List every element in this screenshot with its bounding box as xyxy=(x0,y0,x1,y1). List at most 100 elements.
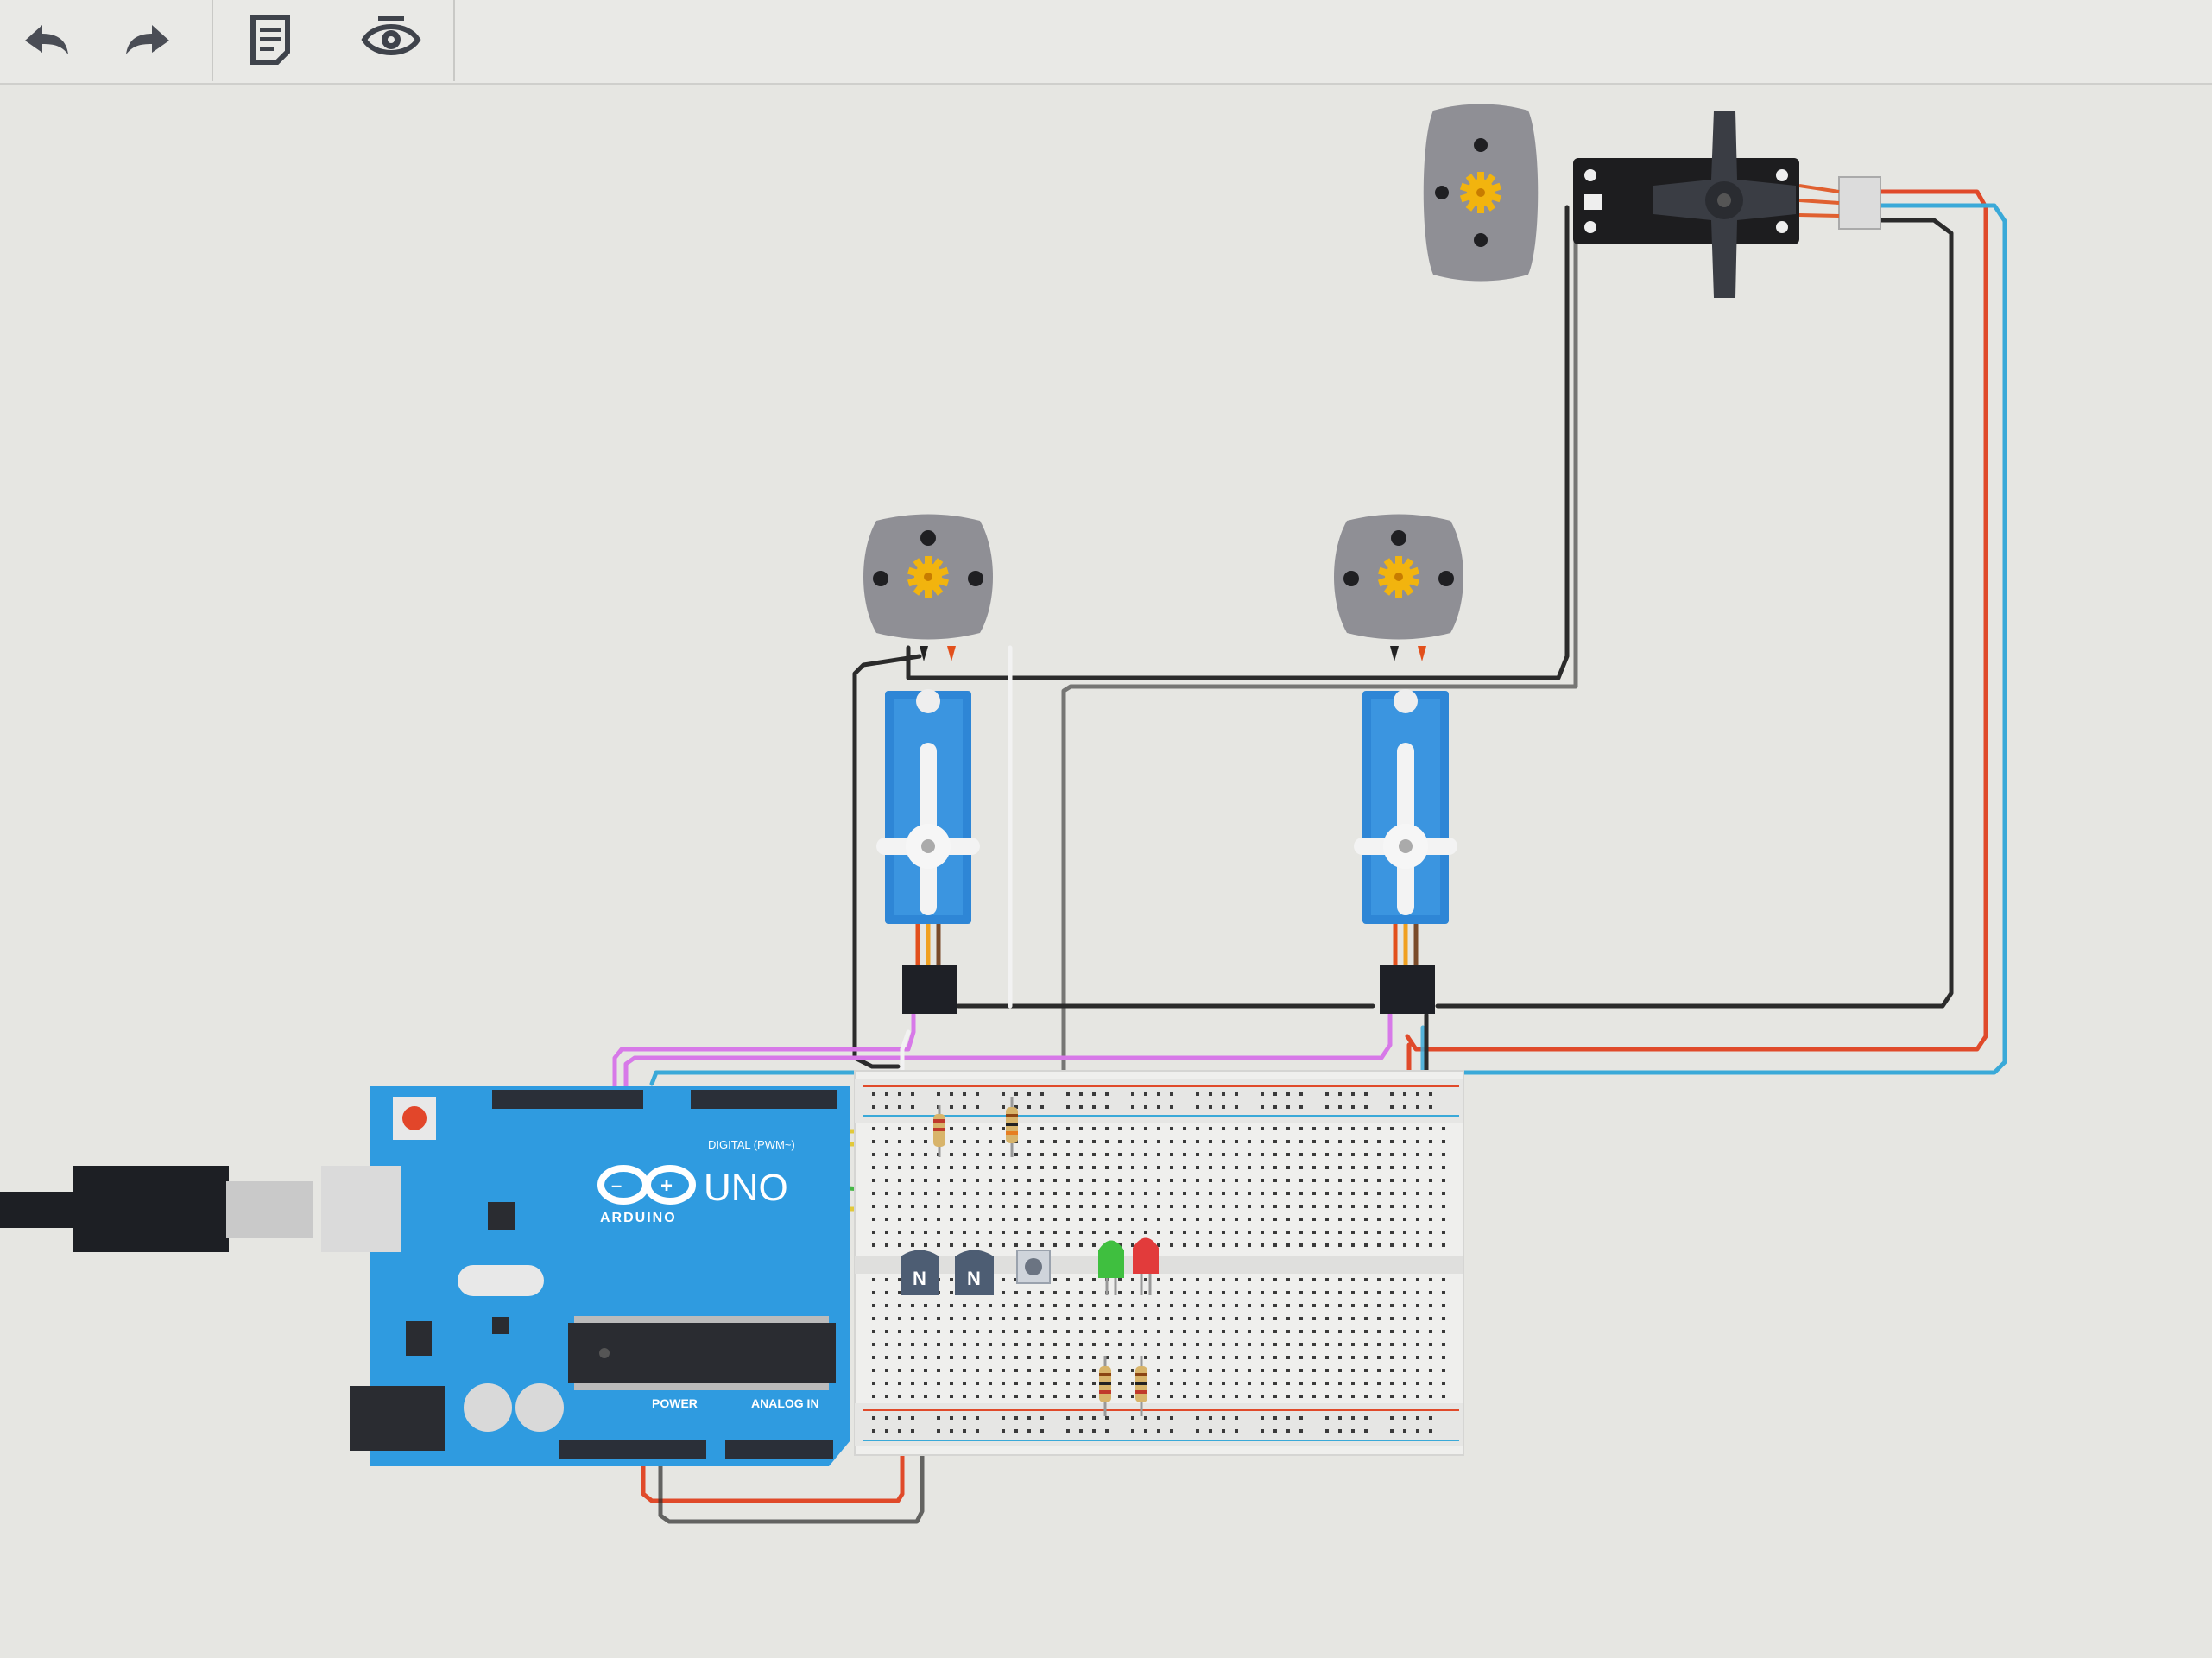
breadboard-hole xyxy=(1040,1343,1044,1346)
breadboard-hole xyxy=(911,1205,914,1208)
breadboard-hole xyxy=(885,1092,888,1096)
breadboard-hole xyxy=(1014,1343,1018,1346)
breadboard-hole xyxy=(1235,1395,1238,1398)
wire-black[interactable] xyxy=(1435,218,1954,1009)
breadboard-hole xyxy=(1338,1356,1342,1359)
breadboard-hole xyxy=(1377,1153,1381,1156)
breadboard-hole xyxy=(1157,1369,1160,1372)
breadboard-hole xyxy=(1364,1369,1368,1372)
dc-motor-top[interactable] xyxy=(1423,104,1539,282)
breadboard-hole xyxy=(1027,1166,1031,1169)
breadboard-hole xyxy=(1286,1218,1290,1221)
resistor[interactable] xyxy=(1099,1356,1111,1416)
breadboard-hole xyxy=(911,1382,914,1385)
led-red[interactable] xyxy=(1133,1237,1159,1296)
wire-red[interactable] xyxy=(1405,189,1988,1052)
breadboard-hole xyxy=(1053,1382,1057,1385)
wire-red[interactable] xyxy=(641,1414,905,1503)
breadboard-hole xyxy=(924,1218,927,1221)
breadboard-hole xyxy=(1002,1179,1005,1182)
push-button[interactable] xyxy=(1016,1250,1051,1284)
breadboard-hole xyxy=(1066,1179,1070,1182)
arduino-uno[interactable]: – + UNO ARDUINO DIGITAL (PWM~) POWER ANA… xyxy=(321,1086,850,1466)
breadboard-hole xyxy=(1157,1153,1160,1156)
breadboard-hole xyxy=(1157,1278,1160,1281)
breadboard-hole xyxy=(1248,1205,1251,1208)
breadboard-hole xyxy=(1079,1429,1083,1433)
wire-pink[interactable] xyxy=(612,1012,916,1095)
wire-pink[interactable] xyxy=(623,1012,1393,1095)
breadboard-hole xyxy=(1351,1330,1355,1333)
breadboard-hole xyxy=(1351,1382,1355,1385)
wire-gray[interactable] xyxy=(658,1418,925,1524)
led-green[interactable] xyxy=(1098,1240,1124,1296)
breadboard-hole xyxy=(1183,1140,1186,1143)
breadboard-hole xyxy=(1053,1395,1057,1398)
npn-transistor[interactable]: N xyxy=(955,1250,994,1296)
undo-button[interactable] xyxy=(0,0,95,79)
npn-transistor[interactable]: N xyxy=(901,1250,939,1296)
breadboard-hole xyxy=(885,1105,888,1109)
breadboard-hole xyxy=(911,1218,914,1221)
breadboard-hole xyxy=(924,1166,927,1169)
breadboard-hole xyxy=(963,1231,966,1234)
breadboard-hole xyxy=(1157,1205,1160,1208)
breadboard-hole xyxy=(1105,1343,1109,1346)
breadboard-hole xyxy=(1066,1416,1070,1420)
breadboard-hole xyxy=(1286,1127,1290,1130)
breadboard-hole xyxy=(1299,1330,1303,1333)
breadboard-hole xyxy=(989,1218,992,1221)
board-model-label: UNO xyxy=(704,1167,788,1209)
breadboard-hole xyxy=(1040,1166,1044,1169)
breadboard-hole xyxy=(1131,1278,1134,1281)
circuit-canvas[interactable]: N N xyxy=(0,85,2212,1658)
breadboard-hole xyxy=(1105,1179,1109,1182)
breadboard-hole xyxy=(950,1192,953,1195)
breadboard-hole xyxy=(1403,1429,1406,1433)
servo-left[interactable] xyxy=(876,689,980,1014)
breadboard[interactable] xyxy=(854,1070,1464,1456)
breadboard-hole xyxy=(1092,1166,1096,1169)
breadboard-hole xyxy=(1364,1382,1368,1385)
breadboard-hole xyxy=(950,1382,953,1385)
breadboard-hole xyxy=(1066,1278,1070,1281)
breadboard-hole xyxy=(1196,1343,1199,1346)
breadboard-hole xyxy=(1261,1429,1264,1433)
breadboard-hole xyxy=(1429,1153,1432,1156)
breadboard-hole xyxy=(898,1304,901,1307)
breadboard-hole xyxy=(1196,1153,1199,1156)
notes-button[interactable] xyxy=(223,0,318,79)
resistor[interactable] xyxy=(1006,1097,1018,1157)
breadboard-hole xyxy=(1235,1192,1238,1195)
servo-right[interactable] xyxy=(1354,689,1457,1014)
wire-gray[interactable] xyxy=(1061,209,1578,1082)
breadboard-hole xyxy=(1196,1140,1199,1143)
dc-motor-left[interactable] xyxy=(863,514,993,662)
breadboard-hole xyxy=(1066,1369,1070,1372)
breadboard-hole xyxy=(963,1382,966,1385)
breadboard-hole xyxy=(1092,1395,1096,1398)
breadboard-hole xyxy=(1429,1140,1432,1143)
breadboard-hole xyxy=(1442,1179,1445,1182)
breadboard-hole xyxy=(1416,1192,1419,1195)
breadboard-hole xyxy=(1248,1395,1251,1398)
wire-blue[interactable] xyxy=(649,203,2007,1086)
breadboard-hole xyxy=(976,1127,979,1130)
breadboard-hole xyxy=(1235,1127,1238,1130)
resistor[interactable] xyxy=(933,1105,945,1157)
breadboard-hole xyxy=(1261,1140,1264,1143)
redo-button[interactable] xyxy=(99,0,194,79)
breadboard-hole xyxy=(976,1304,979,1307)
visibility-button[interactable] xyxy=(344,0,439,79)
resistor[interactable] xyxy=(1135,1356,1147,1416)
breadboard-hole xyxy=(1027,1343,1031,1346)
wire-black[interactable] xyxy=(906,205,1570,680)
breadboard-hole xyxy=(1196,1218,1199,1221)
breadboard-hole xyxy=(1442,1317,1445,1320)
breadboard-hole xyxy=(1286,1291,1290,1294)
dc-motor-right[interactable] xyxy=(1334,514,1463,662)
servo-top[interactable] xyxy=(1573,111,1881,298)
wire-black[interactable] xyxy=(852,654,922,1069)
breadboard-hole xyxy=(1416,1218,1419,1221)
breadboard-hole xyxy=(911,1105,914,1109)
